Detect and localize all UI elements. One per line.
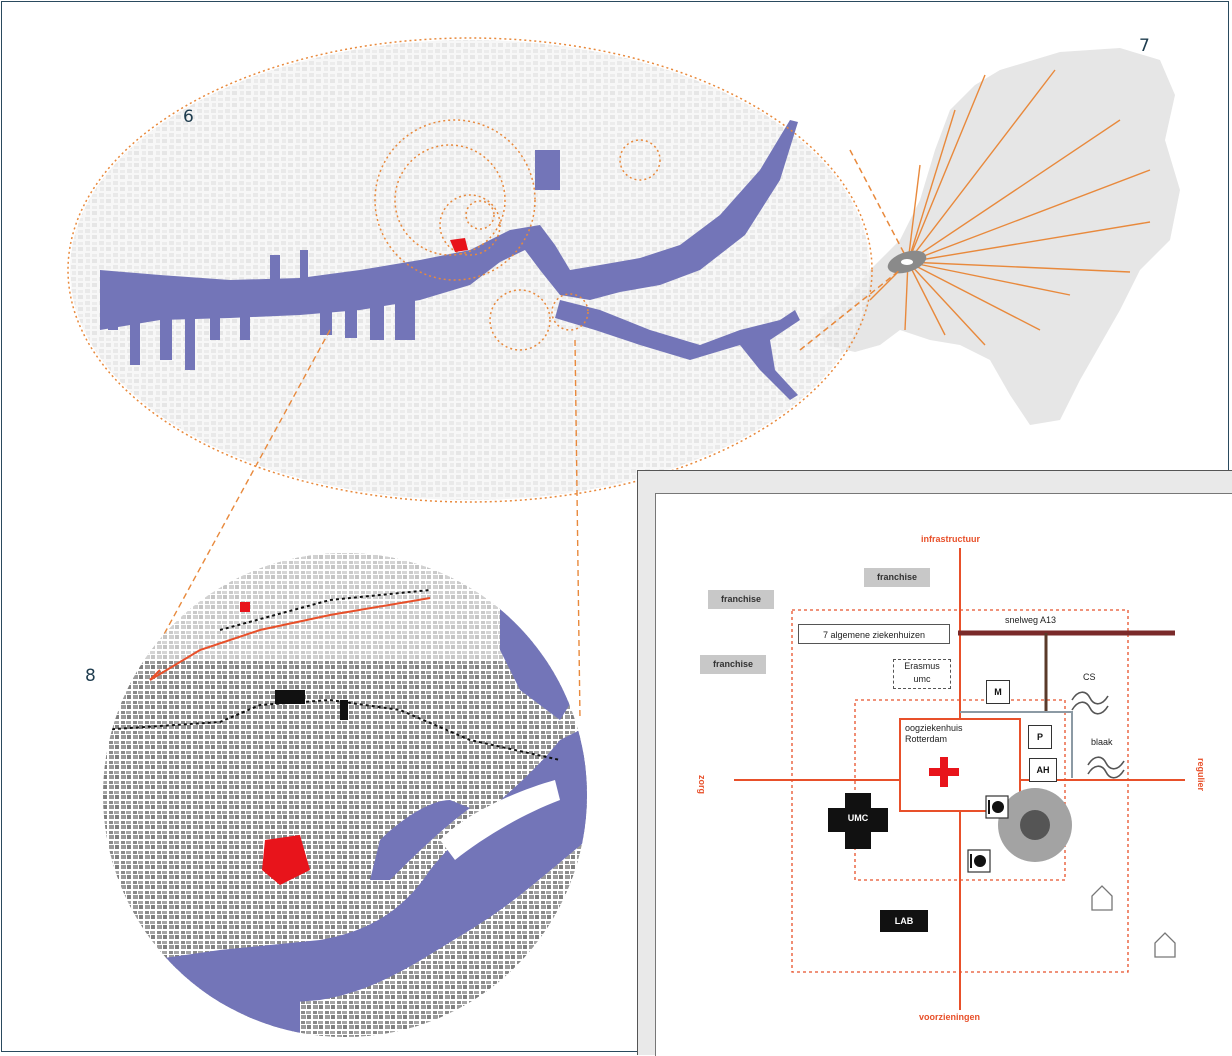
ah-box: AH — [1029, 758, 1057, 782]
diagram-panel — [637, 470, 1232, 1056]
franchise-tag: franchise — [708, 590, 774, 609]
franchise-tag: franchise — [700, 655, 766, 674]
hospitals-label: 7 algemene ziekenhuizen — [798, 624, 950, 644]
axis-label-left: zorg — [697, 775, 707, 794]
zoom-connector-left — [149, 329, 331, 661]
oogziekenhuis-label: Rotterdam — [905, 734, 948, 744]
highway-stub — [149, 669, 161, 681]
highway-label: snelweg A13 — [1005, 615, 1057, 625]
axis-label-top: infrastructuur — [921, 534, 981, 544]
umc-label: UMC — [847, 813, 869, 823]
label-8: 8 — [85, 666, 96, 686]
diagram-inner — [655, 493, 1232, 1056]
rotterdam-region-map — [67, 37, 906, 503]
franchise-tag: franchise — [864, 568, 930, 587]
label-6: 6 — [183, 107, 194, 127]
oogziekenhuis-label: oogziekenhuis — [905, 723, 963, 733]
city-center-map — [103, 553, 587, 1037]
cs-label: CS — [1083, 672, 1096, 682]
lab-box: LAB — [880, 910, 928, 932]
erasmus-label: Erasmus — [904, 661, 940, 671]
erasmus-box: Erasmus umc — [893, 659, 951, 689]
blaak-label: blaak — [1091, 737, 1113, 747]
axis-label-bottom: voorzieningen — [919, 1012, 981, 1022]
axis-label-right: regulier — [1196, 758, 1206, 792]
erasmus-label: umc — [913, 674, 931, 684]
netherlands-map — [818, 48, 1180, 425]
parking-box: P — [1028, 725, 1052, 749]
zoom-connector-right — [574, 339, 581, 721]
metro-box: M — [986, 680, 1010, 704]
label-7: 7 — [1139, 36, 1150, 56]
